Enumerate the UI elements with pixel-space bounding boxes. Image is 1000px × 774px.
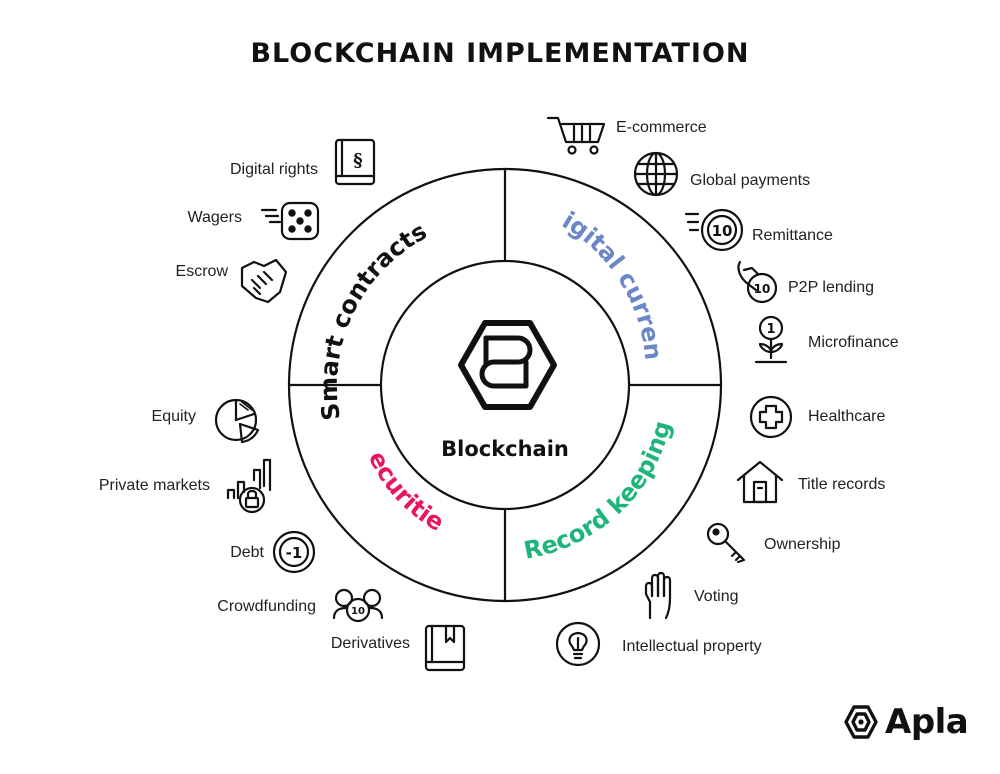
item-label-microfinance: Microfinance [808,334,899,351]
handshake-icon [240,258,288,304]
quadrant-label-smart-contracts: Smart contracts [315,217,432,422]
item-label-digital-rights: Digital rights [229,161,318,178]
house-icon [736,460,784,504]
brand-name: Apla [885,702,969,742]
item-label-crowdfunding: Crowdfunding [217,598,316,615]
item-label-equity: Equity [151,408,196,425]
bar-chart-lock-icon [226,458,272,514]
debt-coin-value: -1 [286,544,303,562]
fast-coin-icon: 10 [684,208,744,252]
lightbulb-icon [555,621,601,667]
item-label-escrow: Escrow [175,263,228,280]
negative-coin-icon: -1 [272,530,316,574]
crowdfunding-coin-value: 10 [351,606,365,617]
diagram-title: BLOCKCHAIN IMPLEMENTATION [250,38,750,69]
item-label-healthcare: Healthcare [808,408,886,425]
item-label-global-payments: Global payments [690,172,811,189]
hand-coin-icon: 10 [737,260,778,304]
microfinance-coin-value: 1 [766,322,775,337]
item-label-title-records: Title records [798,476,886,493]
bookmark-book-icon [424,624,466,672]
item-label-debt: Debt [230,544,264,561]
center-label: Blockchain [441,437,569,461]
p2p-coin-value: 10 [754,282,771,296]
raised-hand-icon [644,571,672,620]
item-label-derivatives: Derivatives [330,635,410,652]
item-label-remittance: Remittance [752,227,833,244]
blockchain-logo-icon [458,320,557,410]
dice-icon [260,201,320,241]
key-icon [706,522,746,564]
svg-text:§: § [353,150,362,171]
pie-chart-icon [214,398,260,444]
people-coin-icon: 10 [332,588,384,623]
item-label-ownership: Ownership [764,536,841,553]
diagram-rings [287,167,723,603]
item-label-private-markets: Private markets [98,477,210,494]
apla-logo-icon [844,705,878,739]
brand-logo: Apla [843,700,969,744]
item-label-voting: Voting [694,588,739,605]
coin-plant-icon: 1 [754,315,788,364]
medical-cross-icon [749,395,793,439]
shopping-cart-icon [546,116,606,155]
globe-icon [633,151,679,197]
item-label-intellectual-property: Intellectual property [622,638,762,655]
item-label-wagers: Wagers [187,209,242,226]
remittance-coin-value: 10 [712,222,733,240]
law-book-icon: § [334,138,376,186]
item-label-e-commerce: E-commerce [616,119,707,136]
item-label-p2p-lending: P2P lending [788,279,874,296]
